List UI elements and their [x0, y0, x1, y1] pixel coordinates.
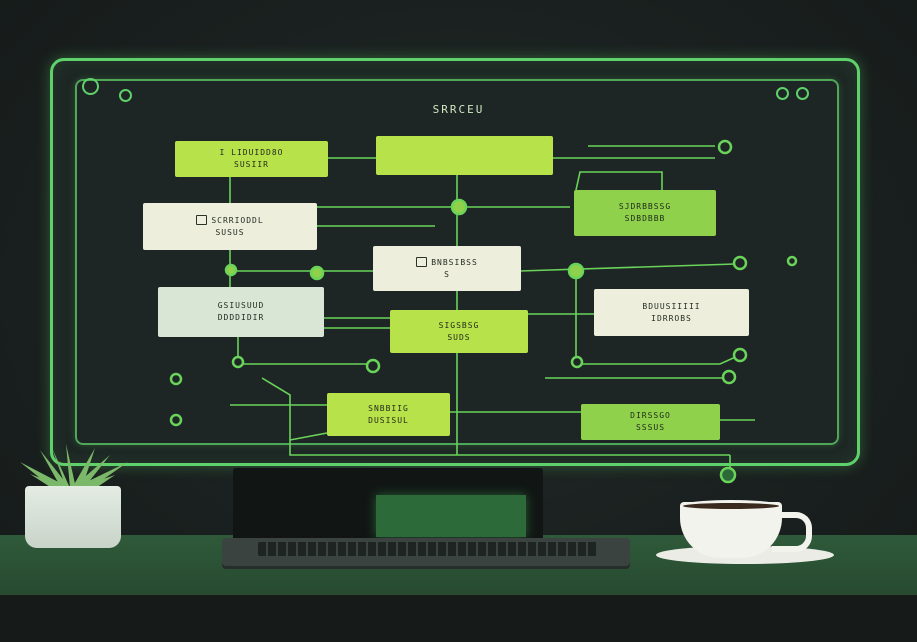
flow-node-sublabel: SDBDBBB: [624, 214, 666, 223]
folder-icon: [416, 257, 428, 267]
flow-node-sublabel: S: [444, 269, 450, 279]
flow-node-1: I LIDUIDD8O SUSIIR: [175, 141, 328, 177]
desk-front: [0, 595, 917, 642]
flow-node-10: DIRSSGO SSSUS: [581, 404, 720, 440]
keyboard-keys: [258, 542, 598, 556]
flow-node-label: GSIUSUUD: [217, 301, 265, 310]
screen-title: SRRCEU: [432, 103, 485, 116]
flow-node-label: BDUUSIIIII: [642, 301, 701, 311]
flow-node-9: SNBBIIG DUSISUL: [327, 393, 450, 436]
flow-node-6: GSIUSUUD DDDDIDIR: [158, 287, 324, 337]
flow-node-label: SIGSBSG: [438, 320, 480, 330]
window-control-icon: [796, 87, 809, 100]
flow-node-sublabel: SSSUS: [635, 423, 666, 432]
cup-handle: [772, 512, 812, 552]
flow-node-7: BDUUSIIIII IDRROBS: [594, 289, 749, 336]
flow-node-label: SNBBIIG: [368, 403, 409, 413]
flow-node-sublabel: DDDDIDIR: [217, 313, 265, 322]
flow-node-label: SJDRBBSSG: [618, 202, 672, 211]
flow-node-sublabel: SUDS: [447, 332, 471, 342]
plant-pot: [25, 486, 121, 548]
screen-corner-icon: [82, 78, 99, 95]
flow-node-sublabel: SUSUS: [215, 227, 245, 237]
flow-node-label: DIRSSGO: [630, 411, 671, 420]
flow-node-3: SJDRBBSSG SDBDBBB: [574, 190, 716, 236]
laptop-screen: [376, 495, 526, 537]
window-control-icon: [776, 87, 789, 100]
flow-node-sublabel: DUSISUL: [368, 415, 409, 425]
flow-node-8: SIGSBSG SUDS: [390, 310, 528, 353]
document-icon: [196, 215, 208, 225]
flow-node-sublabel: IDRROBS: [651, 313, 692, 323]
screen-corner-icon: [119, 89, 132, 102]
flow-node-5: BNBSIBSS S: [373, 246, 521, 291]
flow-node-sublabel: SUSIIR: [234, 160, 269, 169]
flow-node-label: BNBSIBSS: [416, 257, 478, 269]
flow-node-2: [376, 136, 553, 175]
coffee-surface: [680, 500, 782, 512]
flow-node-4: SCRRIODDL SUSUS: [143, 203, 317, 250]
flow-node-label: SCRRIODDL: [196, 215, 263, 227]
flow-node-label: I LIDUIDD8O: [219, 148, 284, 157]
